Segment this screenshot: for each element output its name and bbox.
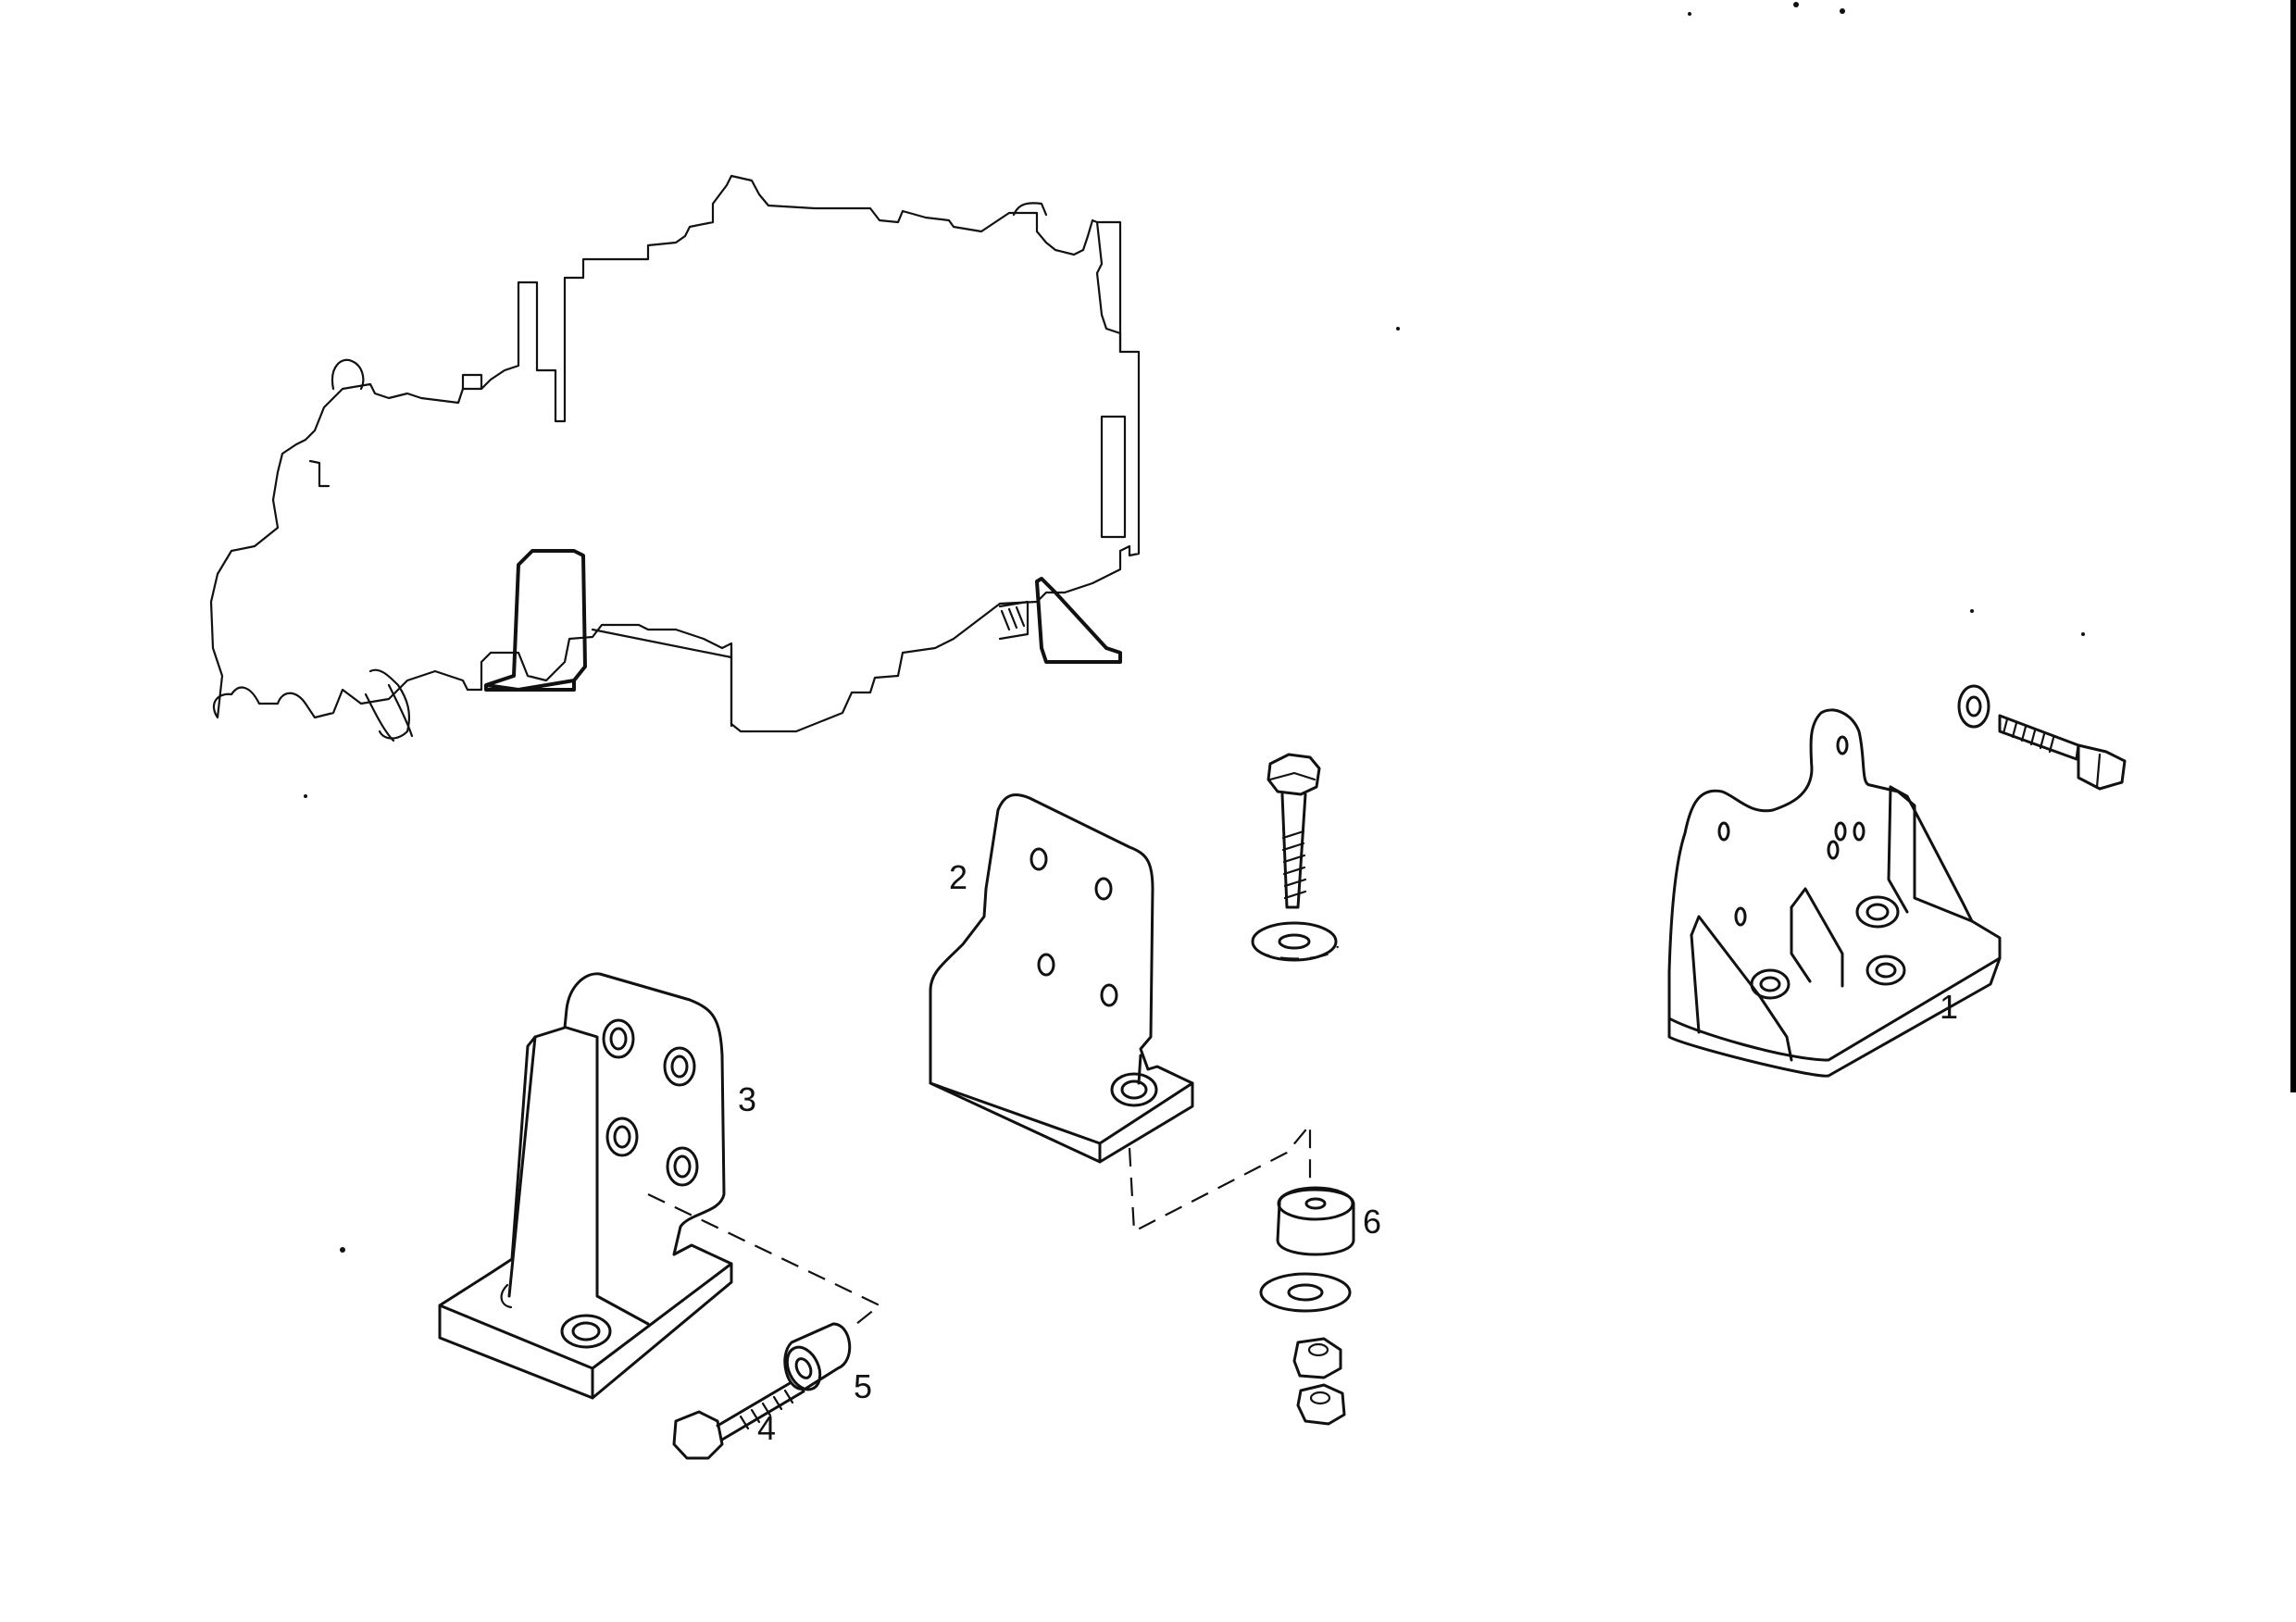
callout-1: 1 [1940,988,1958,1026]
mount-bracket-2-icon [929,793,1194,1164]
callout-2: 2 [949,858,967,896]
scan-specks [304,2,2085,1253]
engine-outline-icon [209,174,1141,742]
page-edge-mark [2290,0,2296,1092]
mount-bracket-1-icon [1667,708,2002,1078]
callout-5: 5 [854,1367,872,1405]
bolt-icon [1957,684,2127,791]
nut-icon [1292,1337,1346,1426]
bolt-icon [1251,753,1340,962]
mount-bracket-3-icon [438,972,733,1400]
assembly-line-part3 [647,1193,882,1325]
spacer-icon [783,1322,852,1391]
washer-icon [1259,1272,1352,1313]
callout-3: 3 [738,1080,756,1118]
rubber-mount-icon [1276,1186,1355,1256]
callout-6: 6 [1363,1203,1381,1241]
assembly-line-part2 [1128,1121,1312,1233]
bolt-icon [672,1378,805,1460]
callout-4: 4 [757,1409,776,1447]
